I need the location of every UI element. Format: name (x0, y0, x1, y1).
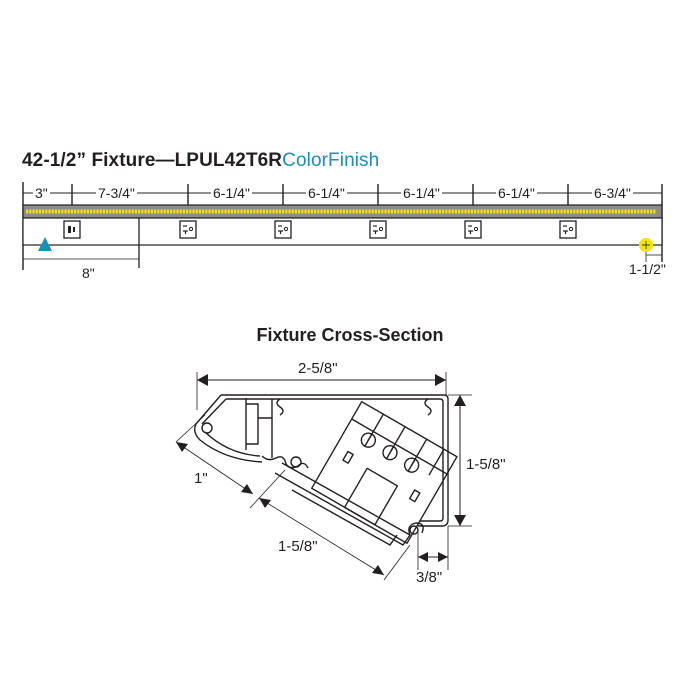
outlet-receptacle-icon (464, 220, 482, 239)
fixture-title-main: 42-1/2” Fixture—LPUL42T6R (22, 150, 283, 171)
cross-section-foot-dim: 3/8" (414, 569, 445, 586)
fixture-title: 42-1/2” Fixture—LPUL42T6RColorFinish (22, 150, 379, 172)
segment-dim-4: 6-1/4" (306, 185, 347, 201)
segment-dim-2: 7-3/4" (96, 185, 137, 201)
yellow-crosshair-marker-icon (639, 238, 653, 252)
segment-dim-6: 6-1/4" (496, 185, 537, 201)
segment-dim-3: 6-1/4" (211, 185, 252, 201)
cross-section-diag-short-dim: 1" (192, 470, 210, 487)
cross-section-diag-long-dim: 1-5/8" (276, 538, 320, 555)
cross-section-width-dim: 2-5/8" (296, 360, 340, 377)
segment-dim-1: 3" (33, 185, 50, 201)
outlet-receptacle-icon (179, 220, 197, 239)
segment-dim-5: 6-1/4" (401, 185, 442, 201)
fixture-title-accent: ColorFinish (282, 150, 380, 171)
outlet-receptacle-icon (369, 220, 387, 239)
cross-section-title: Fixture Cross-Section (256, 325, 444, 345)
cross-section-height-dim: 1-5/8" (464, 456, 508, 473)
bottom-left-dim: 8" (80, 265, 97, 281)
fixture-body (22, 217, 663, 246)
switch-receptacle-icon (63, 220, 81, 239)
segment-dim-7: 6-3/4" (592, 185, 633, 201)
outlet-receptacle-icon (274, 220, 292, 239)
cross-section-drawing (175, 372, 472, 581)
triangle-marker-icon (38, 237, 52, 251)
outlet-receptacle-icon (559, 220, 577, 239)
bottom-right-dim: 1-1/2" (627, 261, 668, 277)
